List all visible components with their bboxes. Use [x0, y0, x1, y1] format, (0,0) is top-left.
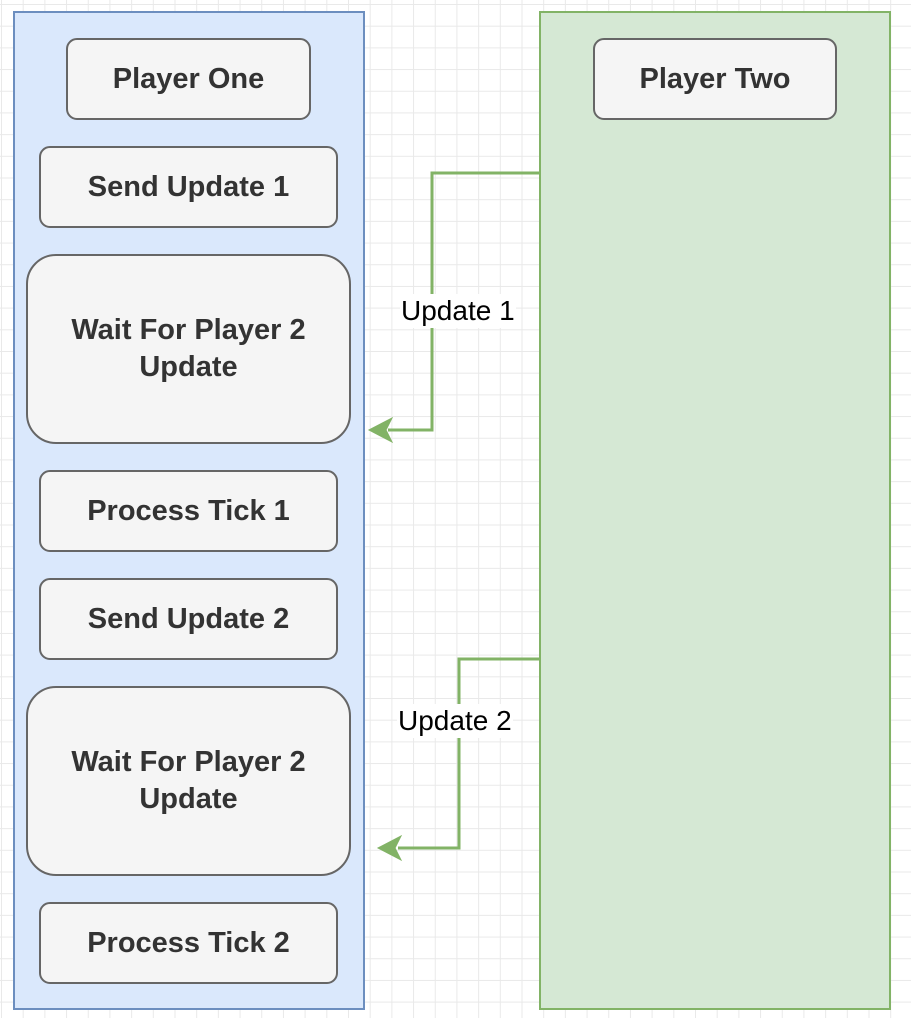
update-2-connector[interactable]: [398, 657, 539, 850]
process-tick-2-label: Process Tick 2: [87, 926, 290, 959]
process-tick-1-label: Process Tick 1: [87, 494, 290, 527]
send-update-2-label: Send Update 2: [87, 602, 290, 635]
wait-for-player-2-update-2-node[interactable]: Wait For Player 2 Update: [26, 686, 351, 876]
wait-for-player-2-update-1-node[interactable]: Wait For Player 2 Update: [26, 254, 351, 444]
player-two-label: Player Two: [639, 62, 791, 95]
send-update-1-node[interactable]: Send Update 1: [39, 146, 338, 228]
process-tick-1-node[interactable]: Process Tick 1: [39, 470, 338, 552]
player-two-node[interactable]: Player Two: [593, 38, 837, 120]
update-1-arrowhead: [367, 416, 394, 444]
player-one-label: Player One: [112, 62, 265, 95]
update-2-edge-label: Update 2: [397, 704, 513, 738]
process-tick-2-node[interactable]: Process Tick 2: [39, 902, 338, 984]
wait-for-player-2-update-2-label: Wait For Player 2 Update: [71, 746, 306, 815]
player-one-node[interactable]: Player One: [66, 38, 311, 120]
update-2-arrowhead: [376, 834, 403, 862]
update-1-edge-label: Update 1: [400, 294, 516, 328]
player-two-lane[interactable]: [539, 11, 891, 1010]
wait-for-player-2-update-1-label: Wait For Player 2 Update: [71, 314, 306, 383]
send-update-2-node[interactable]: Send Update 2: [39, 578, 338, 660]
send-update-1-label: Send Update 1: [87, 170, 290, 203]
